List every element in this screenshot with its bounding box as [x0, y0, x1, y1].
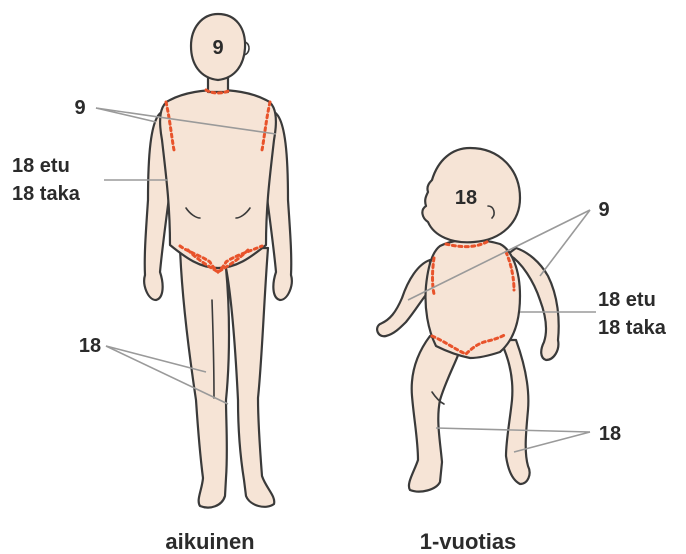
child-leg-percent: 18: [599, 423, 621, 445]
child-arm-leader: [540, 210, 590, 276]
adult-arm-percent: 9: [74, 97, 85, 119]
child-trunk-front-percent: 18 etu: [598, 289, 656, 311]
adult-trunk-front-percent: 18 etu: [12, 155, 70, 177]
child-caption: 1-vuotias: [420, 529, 517, 554]
child-head-percent: 18: [455, 187, 477, 209]
child-trunk-back-percent: 18 taka: [598, 317, 667, 339]
child-left-arm: [377, 260, 430, 336]
adult-trunk-back-percent: 18 taka: [12, 183, 81, 205]
adult-figure: [144, 14, 292, 508]
adult-leg-percent: 18: [79, 335, 101, 357]
adult-legs: [180, 248, 274, 508]
child-left-leg: [409, 336, 460, 492]
adult-head-percent: 9: [212, 37, 223, 59]
child-right-leg: [500, 340, 530, 484]
adult-caption: aikuinen: [165, 529, 254, 554]
adult-torso: [160, 90, 276, 268]
child-arm-percent: 9: [598, 199, 609, 221]
